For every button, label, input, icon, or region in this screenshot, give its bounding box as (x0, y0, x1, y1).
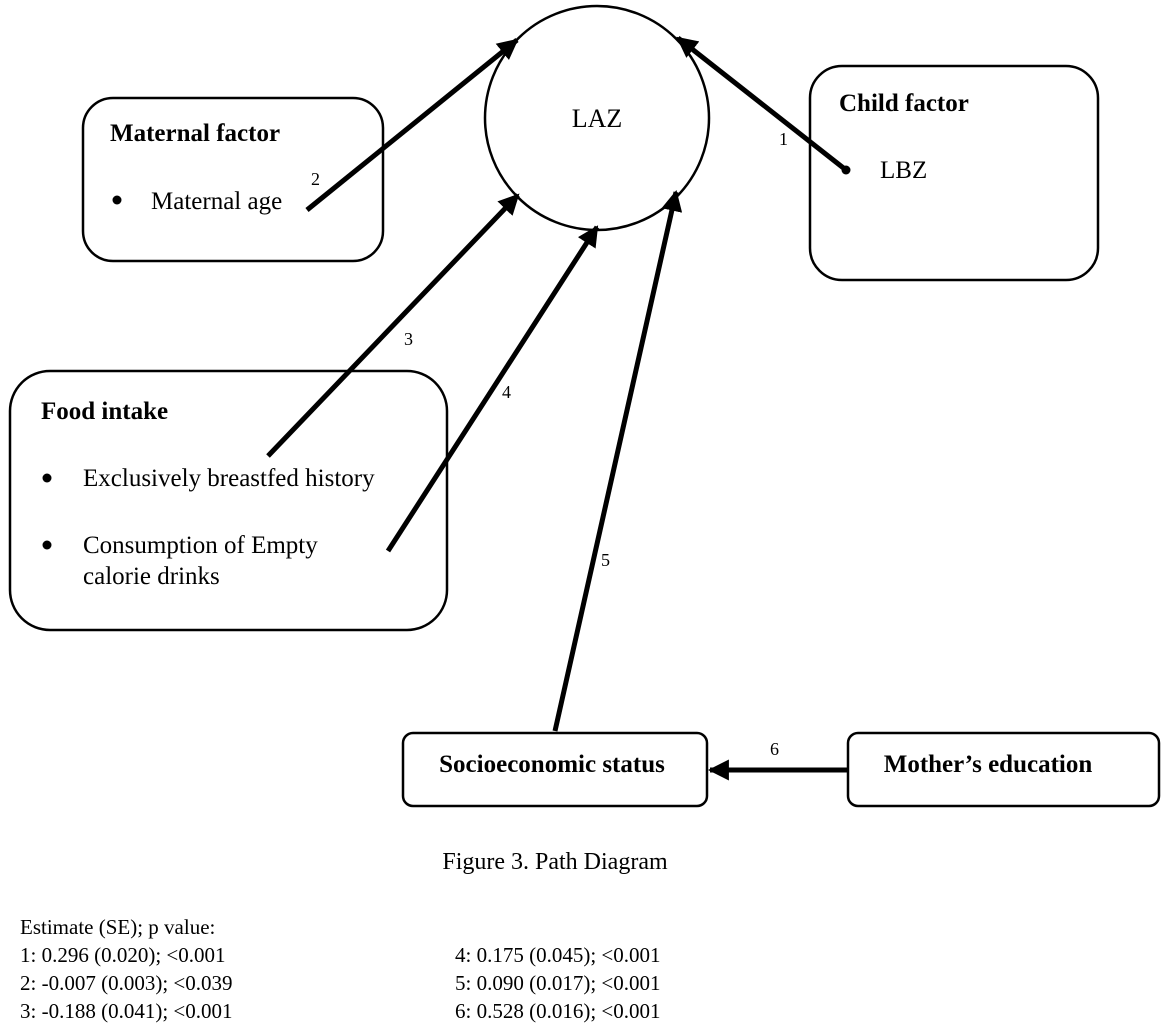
estimates-header: Estimate (SE); p value: (20, 915, 215, 939)
estimate-row-4: 4: 0.175 (0.045); <0.001 (455, 943, 661, 967)
path-arrow-4 (385, 225, 600, 553)
path-arrow-1 (676, 36, 848, 172)
node-laz: LAZ (483, 4, 711, 232)
mothers-education-title: Mother’s education (884, 751, 1093, 778)
bullet-icon (112, 195, 122, 205)
box-maternal-factor: Maternal factor Maternal age (81, 96, 385, 263)
food-intake-title: Food intake (41, 398, 168, 425)
path-label-3: 3 (404, 329, 413, 349)
estimate-row-2: 2: -0.007 (0.003); <0.039 (20, 971, 233, 995)
estimate-row-6: 6: 0.528 (0.016); <0.001 (455, 999, 661, 1023)
box-child-factor: Child factor LBZ (808, 64, 1100, 282)
breastfed-item: Exclusively breastfed history (83, 465, 375, 492)
lbz-item: LBZ (880, 157, 927, 184)
path-label-2: 2 (311, 169, 320, 189)
maternal-age-item: Maternal age (151, 188, 282, 215)
path-arrow-3 (266, 193, 520, 458)
estimate-row-5: 5: 0.090 (0.017); <0.001 (455, 971, 661, 995)
estimate-row-1: 1: 0.296 (0.020); <0.001 (20, 943, 226, 967)
path-arrow-5 (552, 189, 683, 732)
path-arrow-2 (305, 38, 519, 212)
socioeconomic-title: Socioeconomic status (439, 751, 665, 778)
child-factor-title: Child factor (839, 90, 969, 117)
empty-calorie-item-line2: calorie drinks (83, 563, 220, 590)
estimates-legend: Estimate (SE); p value: 1: 0.296 (0.020)… (20, 915, 661, 1023)
path-label-1: 1 (779, 129, 788, 149)
maternal-factor-title: Maternal factor (110, 120, 280, 147)
box-food-intake: Food intake Exclusively breastfed histor… (8, 369, 449, 632)
laz-label: LAZ (572, 104, 623, 133)
figure-caption: Figure 3. Path Diagram (442, 849, 668, 875)
bullet-icon (42, 540, 52, 550)
path-label-4: 4 (502, 382, 511, 402)
path-label-5: 5 (601, 550, 610, 570)
box-socioeconomic-status: Socioeconomic status (401, 731, 709, 808)
bullet-icon (42, 473, 52, 483)
estimate-row-3: 3: -0.188 (0.041); <0.001 (20, 999, 233, 1023)
path-label-6: 6 (770, 739, 779, 759)
empty-calorie-item-line1: Consumption of Empty (83, 532, 318, 559)
box-mothers-education: Mother’s education (846, 731, 1161, 808)
